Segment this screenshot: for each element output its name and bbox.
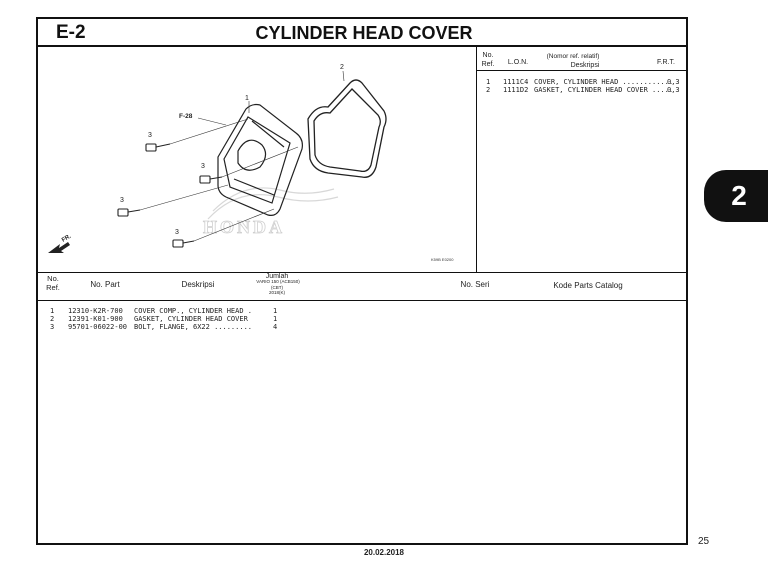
lon-row-ref: 2 xyxy=(486,86,491,94)
title-divider xyxy=(37,45,687,47)
parts-row-part: 95701-06022-00 xyxy=(68,323,128,331)
image-code: K59B E0200 xyxy=(431,257,454,262)
bolt-parts xyxy=(117,143,223,248)
parts-header-part: No. Part xyxy=(90,280,120,289)
parts-row-desc: BOLT, FLANGE, 6X22 ......... xyxy=(134,323,253,331)
f-reference-label: F-28 xyxy=(179,113,193,120)
parts-header-divider xyxy=(37,300,687,301)
leader-lines xyxy=(139,70,345,242)
lon-header-divider xyxy=(477,70,687,71)
callout-label: 3 xyxy=(148,132,152,139)
parts-header-model: VARIO 150 (ACB150) xyxy=(256,279,300,284)
parts-row-desc: COVER COMP., CYLINDER HEAD . xyxy=(134,307,253,315)
parts-header-jumlah: Jumlah xyxy=(265,273,289,280)
parts-row-qty: 1 xyxy=(273,307,278,315)
parts-header-seri: No. Seri xyxy=(460,280,490,289)
page-frame xyxy=(36,17,688,545)
lon-header-desc: Deskripsi xyxy=(570,62,600,69)
parts-row-qty: 4 xyxy=(273,323,278,331)
parts-header-catalog: Kode Parts Catalog xyxy=(553,281,623,290)
lon-row-frt: 0,3 xyxy=(667,86,680,94)
diagram-bottom-divider xyxy=(37,272,687,273)
lon-row-desc: COVER, CYLINDER HEAD ............ xyxy=(534,78,674,86)
front-label: FR. xyxy=(61,234,73,244)
page-title: CYLINDER HEAD COVER xyxy=(255,23,473,43)
section-code: E-2 xyxy=(56,22,86,43)
print-date: 20.02.2018 xyxy=(363,548,405,557)
watermark-text: HONDA xyxy=(203,217,285,237)
callout-label: 1 xyxy=(245,95,249,102)
lon-header-frt: F.R.T. xyxy=(657,59,675,66)
lon-row-desc: GASKET, CYLINDER HEAD COVER ..... xyxy=(534,86,674,94)
cylinder-head-cover-part xyxy=(217,103,303,216)
lon-row-frt: 0,3 xyxy=(667,78,680,86)
front-arrow-icon xyxy=(48,242,70,253)
parts-row-qty: 1 xyxy=(273,315,278,323)
callout-label: 3 xyxy=(120,197,124,204)
page-number: 25 xyxy=(698,536,710,547)
gasket-part xyxy=(307,79,387,178)
parts-header-desc: Deskripsi xyxy=(181,280,215,289)
lon-row-ref: 1 xyxy=(486,78,491,86)
lon-header-desc-note: (Nomor ref. relatif) xyxy=(546,53,600,60)
diagram-divider xyxy=(476,46,477,272)
parts-row-ref: 3 xyxy=(50,323,55,331)
lon-row-lon: 1111C4 xyxy=(503,78,529,86)
lon-header-lon: L.O.N. xyxy=(507,59,529,66)
lon-row-lon: 1111D2 xyxy=(503,86,529,94)
section-tab: 2 xyxy=(704,170,768,222)
parts-header-year: 2018(K) xyxy=(268,290,285,295)
parts-row-desc: GASKET, CYLINDER HEAD COVER xyxy=(134,315,248,323)
callout-label: 3 xyxy=(201,163,205,170)
callout-label: 2 xyxy=(340,64,344,71)
parts-row-part: 12391-K01-900 xyxy=(68,315,123,323)
callout-label: 3 xyxy=(175,229,179,236)
parts-row-ref: 2 xyxy=(50,315,55,323)
parts-row-part: 12310-K2R-700 xyxy=(68,307,123,315)
parts-row-ref: 1 xyxy=(50,307,55,315)
lon-header-ref: No. Ref. xyxy=(481,52,495,68)
exploded-diagram: HONDA 1 2 3 3 3 3 F-28 F xyxy=(48,64,454,262)
parts-header-ref: No. Ref. xyxy=(46,274,60,292)
watermark-wing-icon xyxy=(207,187,339,220)
parts-header-cbt: (CBT) xyxy=(271,285,283,290)
